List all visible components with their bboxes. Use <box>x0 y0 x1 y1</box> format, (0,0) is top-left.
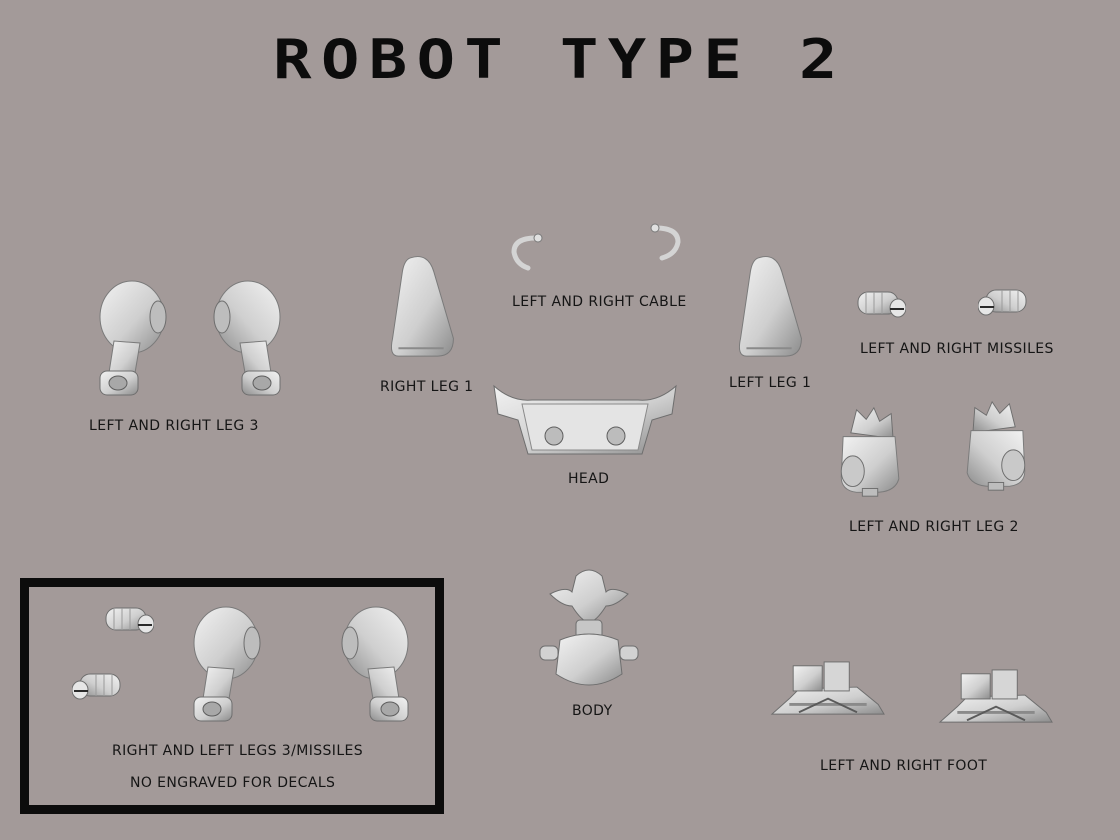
left-leg-3-part <box>94 278 174 400</box>
right-missile-part <box>978 282 1028 322</box>
head-label: HEAD <box>568 471 610 487</box>
body-part <box>539 569 639 686</box>
variant-leg-3-right-part <box>334 604 414 726</box>
variant-missile-lower-part <box>72 666 122 706</box>
foot-label: LEFT AND RIGHT FOOT <box>820 758 988 774</box>
leg3-pair-label: LEFT AND RIGHT LEG 3 <box>89 418 259 434</box>
cable-label: LEFT AND RIGHT CABLE <box>512 294 687 310</box>
right-leg-2-part <box>960 398 1030 494</box>
left-cable-part <box>511 233 543 271</box>
variant-line2-label: NO ENGRAVED FOR DECALS <box>130 775 336 791</box>
body-label: BODY <box>572 703 613 719</box>
variant-leg-3-left-part <box>188 604 268 726</box>
left-leg1-label: LEFT LEG 1 <box>729 375 812 391</box>
right-cable-part <box>650 223 681 261</box>
leg2-pair-label: LEFT AND RIGHT LEG 2 <box>849 519 1019 535</box>
variant-box <box>20 578 444 814</box>
right-leg1-label: RIGHT LEG 1 <box>380 379 474 395</box>
right-leg-3-part <box>206 278 286 400</box>
left-leg-1-part <box>736 254 806 362</box>
left-missile-part <box>856 284 906 324</box>
variant-missile-upper-part <box>104 600 154 640</box>
variant-line1-label: RIGHT AND LEFT LEGS 3/MISSILES <box>112 743 364 759</box>
missiles-label: LEFT AND RIGHT MISSILES <box>860 341 1054 357</box>
head-part <box>493 384 677 455</box>
page-title: ROBOT TYPE 2 <box>273 28 847 91</box>
right-leg-1-part <box>388 254 458 362</box>
right-foot-part <box>938 668 1054 726</box>
left-leg-2-part <box>836 404 906 500</box>
left-foot-part <box>770 660 886 718</box>
